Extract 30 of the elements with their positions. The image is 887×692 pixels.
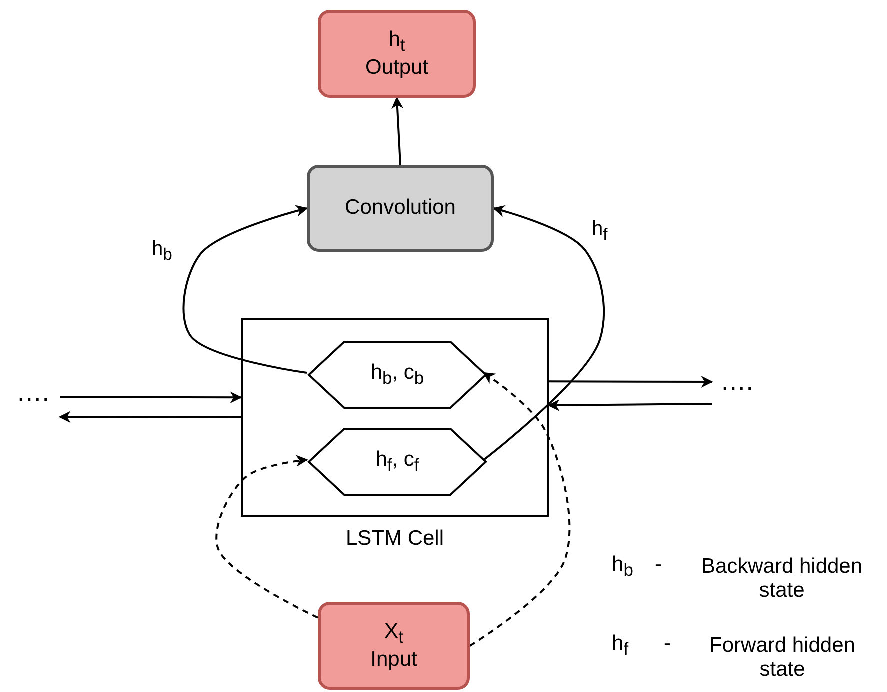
input-box: [318, 602, 470, 690]
dashed-arrow: [469, 372, 571, 647]
legend-text: Forward hidden state: [708, 634, 856, 682]
node-label: LSTM Cell: [344, 527, 446, 552]
arrow: [60, 392, 242, 404]
arrow: [548, 399, 712, 412]
legend-text: h$_{b}$: [612, 553, 634, 580]
dashed-arrow: [216, 455, 318, 619]
process-box: [307, 165, 494, 252]
arrow: [58, 411, 241, 424]
arrow: [182, 205, 308, 374]
symbol-label: X$_{t}$: [384, 620, 404, 648]
arrow: [392, 96, 404, 166]
node-label: ....: [18, 378, 50, 408]
node-label: ....: [722, 367, 754, 397]
state-hexagon: [309, 429, 486, 495]
node-label: h$_{b}$, c$_{b}$: [370, 361, 424, 389]
legend-text: -: [655, 553, 662, 578]
node-label: Output: [365, 56, 429, 80]
legend-text: h$_{f}$: [612, 632, 629, 660]
legend-text: -: [664, 632, 671, 656]
arrow: [549, 376, 714, 388]
node-label: h$_{f}$, c$_{f}$: [376, 448, 420, 476]
output-box: [318, 10, 476, 98]
state-hexagon: [309, 342, 486, 408]
legend-text: Backward hidden state: [700, 555, 864, 604]
node-label: Input: [370, 648, 418, 672]
arrow: [483, 205, 605, 461]
node-label: Convolution: [345, 196, 456, 221]
symbol-label: h$_{t}$: [388, 28, 406, 56]
